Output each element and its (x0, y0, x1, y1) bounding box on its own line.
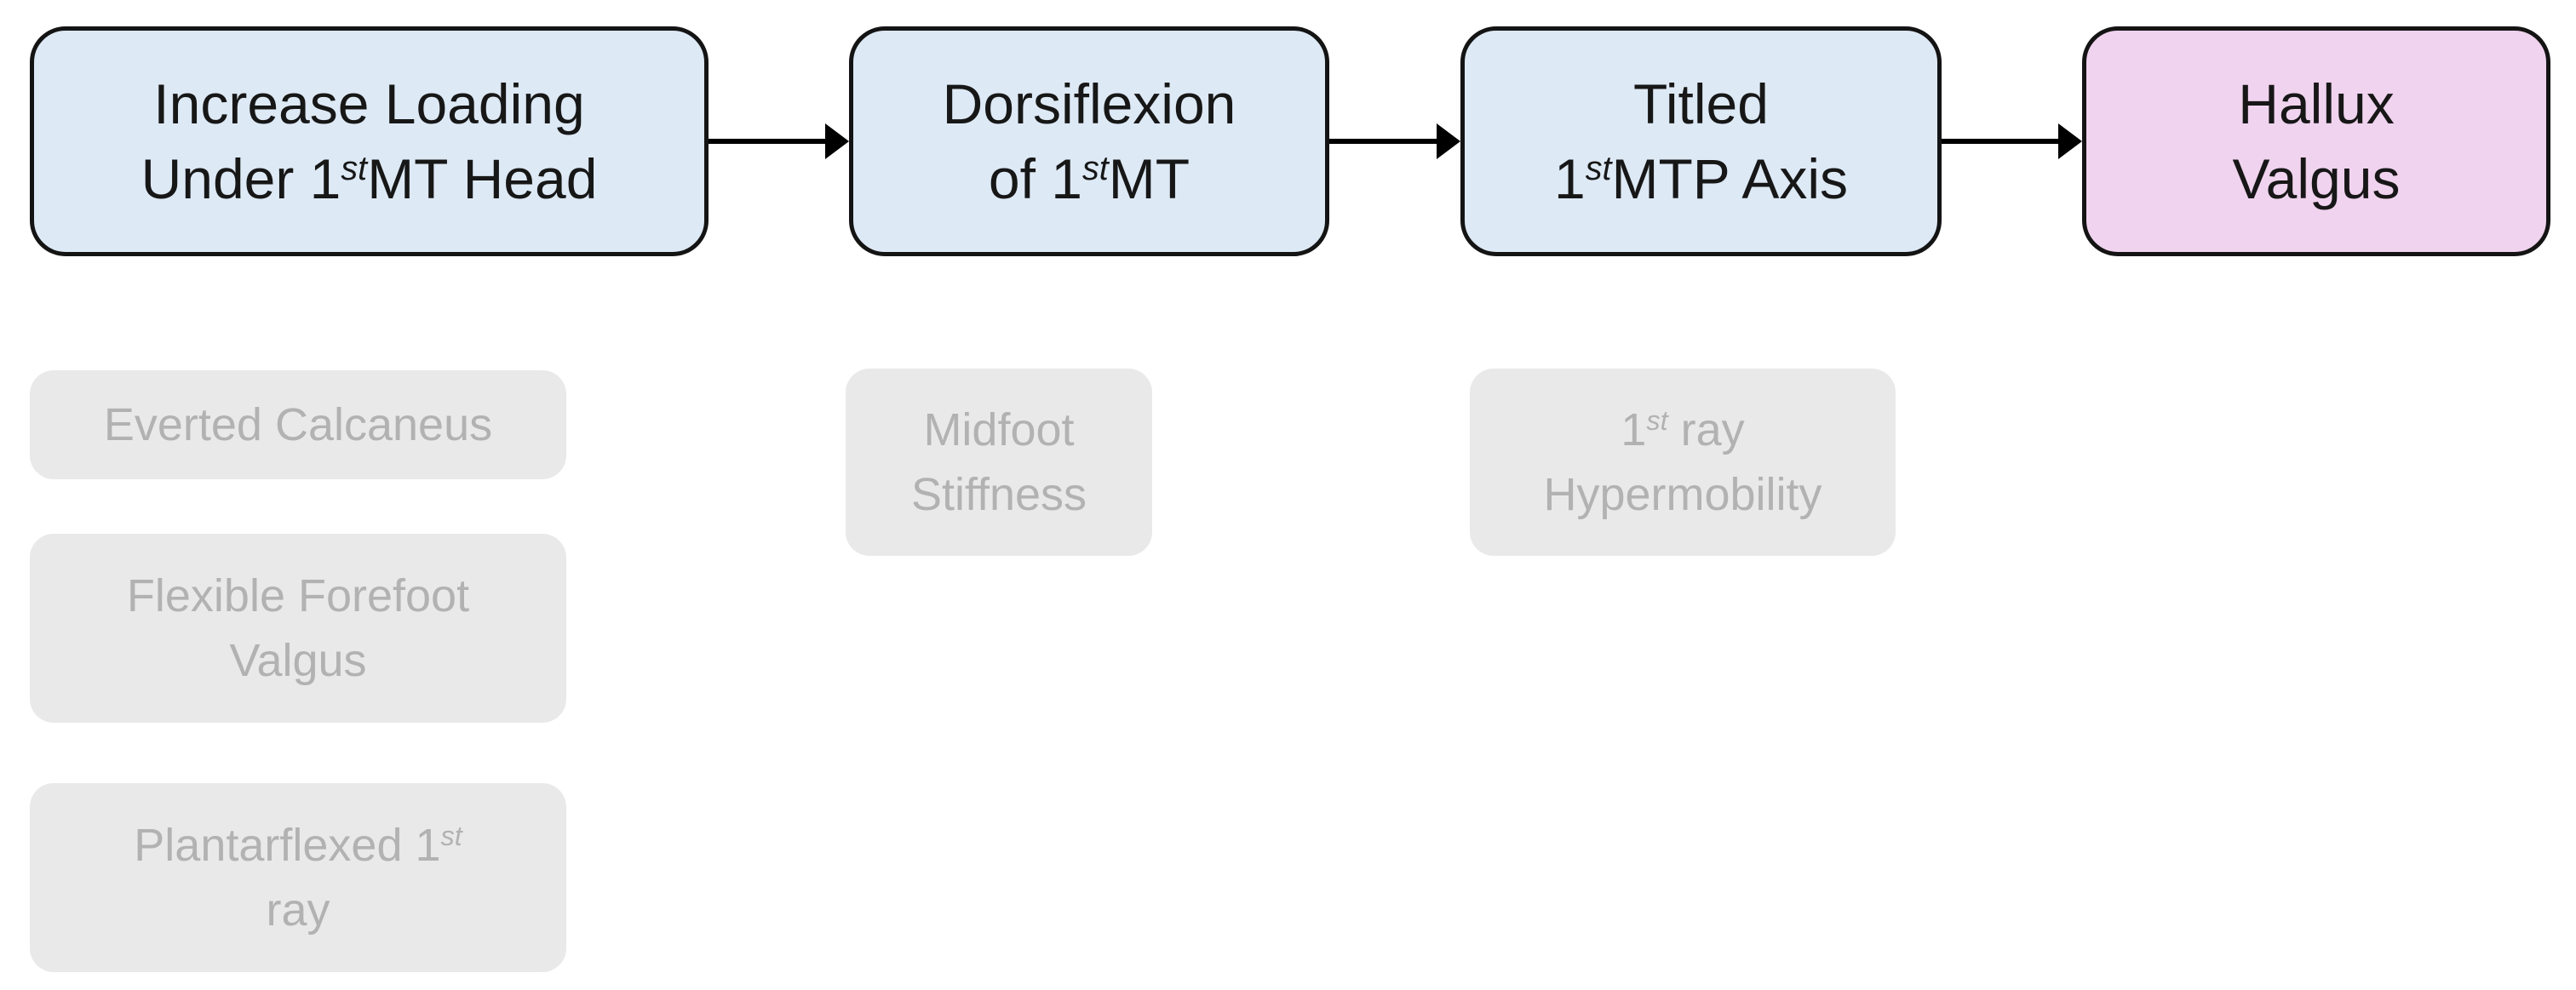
arrow-line (1329, 139, 1440, 144)
arrow-line (709, 139, 829, 144)
note-everted-calcaneus: Everted Calcaneus (30, 370, 566, 479)
flow-arrow-2 (1329, 123, 1460, 160)
arrow-line (1942, 139, 2062, 144)
flow-arrow-1 (709, 123, 849, 160)
flow-arrow-3 (1942, 123, 2082, 160)
arrow-head-icon (2058, 123, 2082, 159)
arrow-head-icon (825, 123, 849, 159)
arrow-head-icon (1437, 123, 1460, 159)
